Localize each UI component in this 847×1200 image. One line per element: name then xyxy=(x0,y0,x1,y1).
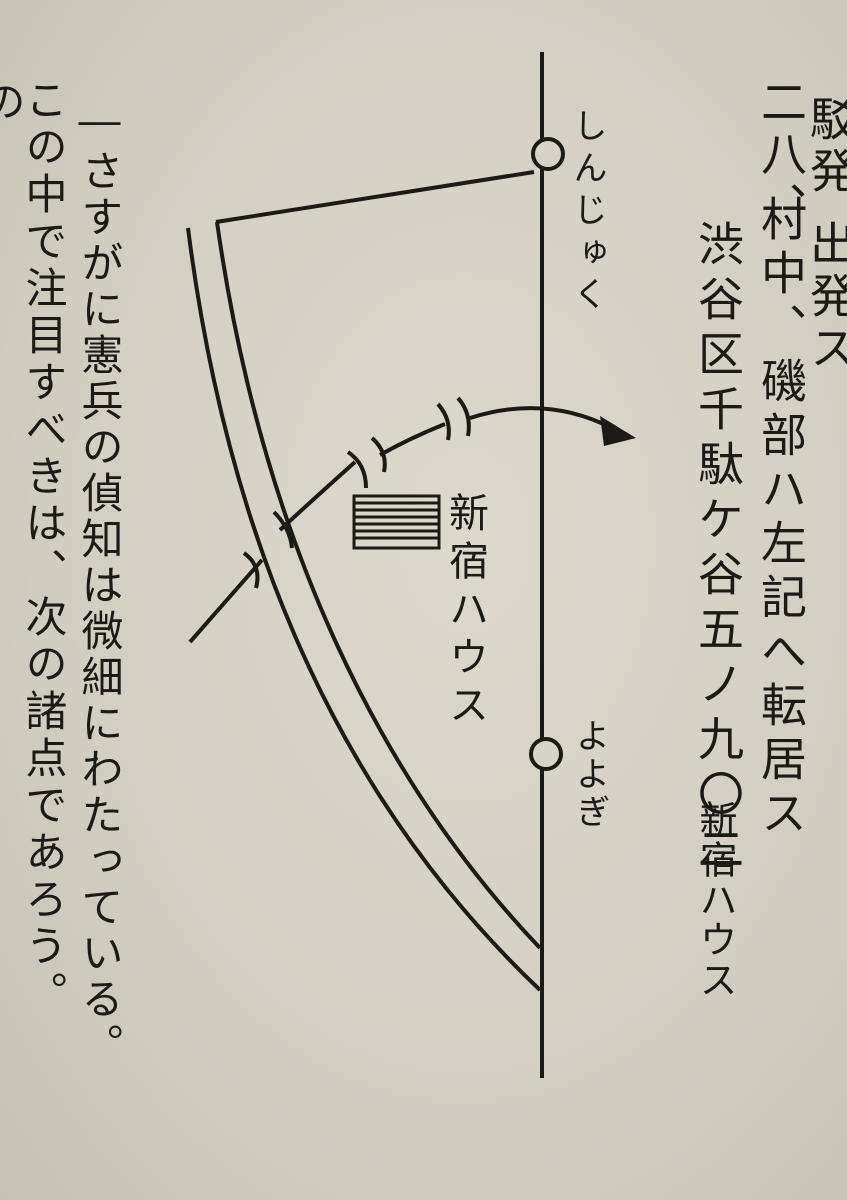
road-inner-edge xyxy=(215,221,542,950)
route-tick-1b xyxy=(346,450,368,489)
entry-text: 村中、磯部ハ左記へ転居ス xyxy=(754,195,808,843)
route-tick-2b xyxy=(436,402,451,441)
route-arc-3 xyxy=(469,406,613,430)
route-arrowhead xyxy=(600,416,636,446)
approach-tick xyxy=(242,551,260,589)
station-label-bottom: よよぎ xyxy=(569,718,609,832)
route-tick-2a xyxy=(370,436,387,473)
road-outer-edge xyxy=(186,227,542,992)
station-marker-top xyxy=(531,137,565,171)
approach-line xyxy=(188,558,264,644)
station-label-top: しんじゅく xyxy=(567,108,607,318)
edge-text-top: 駁発 xyxy=(803,95,847,199)
connector-line xyxy=(215,170,535,224)
station-marker-bottom xyxy=(529,737,563,771)
commentary-line-1: ―さすがに憲兵の偵知は微細にわたっている。 xyxy=(75,96,124,1069)
building-symbol xyxy=(352,494,441,550)
house-label: 新宿ハウス xyxy=(442,492,488,732)
route-arc-2 xyxy=(379,422,446,457)
route-tick-3 xyxy=(456,396,471,437)
entry-place: 新宿ハウス xyxy=(693,800,737,1000)
commentary-line-2: この中で注目すべきは、次の諸点であろう。 xyxy=(19,78,68,1018)
route-tick-1a xyxy=(272,510,294,549)
entry-address: 渋谷区千駄ケ谷五ノ九〇二 xyxy=(691,220,745,880)
edge-text-bottom: 出発ス xyxy=(803,220,847,376)
entry-number: 二八、 xyxy=(754,78,808,234)
route-arc-1 xyxy=(278,460,357,532)
commentary-line-3: の xyxy=(0,80,26,128)
